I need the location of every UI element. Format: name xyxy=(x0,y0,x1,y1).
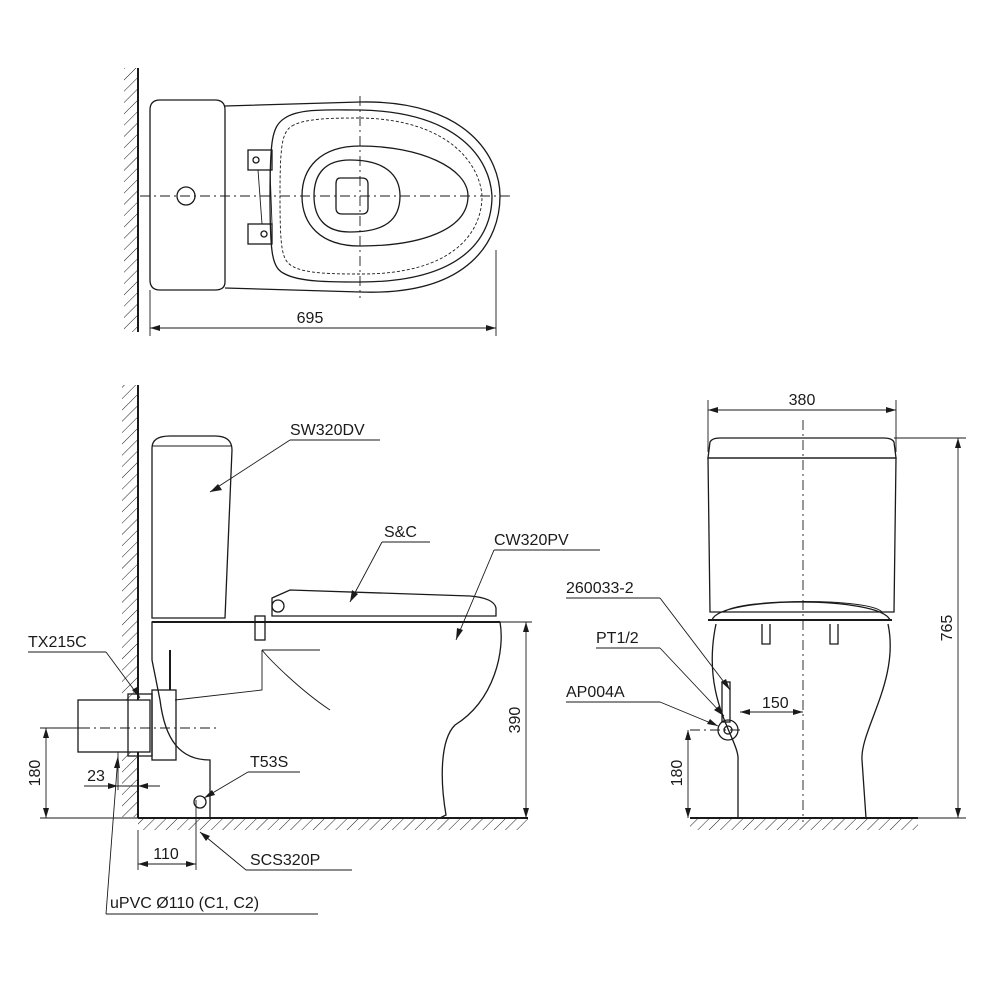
label-s-and-c: S&C xyxy=(384,524,417,541)
label-ap004a: AP004A xyxy=(566,684,625,701)
front-tank-lid xyxy=(707,437,897,459)
dim-390: 390 xyxy=(507,707,524,734)
trap-line xyxy=(261,649,331,711)
dim-arrow xyxy=(108,783,118,789)
dim-arrow xyxy=(43,728,49,738)
dim-arrow xyxy=(740,709,750,715)
top-drain xyxy=(335,177,369,215)
label-pt12: PT1/2 xyxy=(596,630,639,647)
dim-arrow xyxy=(138,783,148,789)
leader-line xyxy=(455,549,495,641)
side-pipe xyxy=(77,699,151,753)
top-bowl-outline xyxy=(224,101,501,293)
label-scs320p: SCS320P xyxy=(250,852,320,869)
front-seat-bolt xyxy=(829,624,839,645)
dim-arrow xyxy=(523,622,529,632)
top-wall-hatch xyxy=(124,68,138,332)
top-hinge-upper xyxy=(247,149,273,171)
dim-arrow xyxy=(685,808,691,818)
leader-arrow xyxy=(456,628,463,640)
side-view: 390 180 23 110 SW320DV S&C CW320PV xyxy=(27,385,600,915)
front-tank xyxy=(707,457,897,613)
connector-flange xyxy=(151,689,177,761)
leader-line xyxy=(659,597,731,691)
side-seat xyxy=(271,589,497,617)
hinge-bar xyxy=(257,169,273,225)
dim-380: 380 xyxy=(789,392,816,409)
leader-arrow xyxy=(200,832,210,841)
dim-arrow xyxy=(43,808,49,818)
side-bowl xyxy=(151,621,502,819)
dim-arrow xyxy=(685,730,691,740)
front-seat xyxy=(711,601,891,621)
front-seat-bolt xyxy=(761,624,771,645)
trap-line xyxy=(174,650,263,701)
dim-150: 150 xyxy=(762,695,789,712)
label-t53s: T53S xyxy=(250,754,288,771)
dim-180-front: 180 xyxy=(669,760,686,787)
top-bowl-rim xyxy=(301,145,469,247)
dim-110: 110 xyxy=(153,846,179,863)
leader-line xyxy=(659,647,725,717)
seat-lid-line xyxy=(723,601,883,613)
leader-arrow xyxy=(114,756,120,768)
side-tank xyxy=(151,435,233,619)
leader-line xyxy=(349,541,383,603)
dim-180-side: 180 xyxy=(27,760,44,787)
leader-arrow xyxy=(204,790,215,798)
top-view: 695 xyxy=(124,68,510,336)
dim-arrow xyxy=(486,325,496,331)
dim-arrow xyxy=(955,808,961,818)
label-upvc: uPVC Ø110 (C1, C2) xyxy=(110,895,259,912)
leader-arrow xyxy=(721,679,730,690)
dim-arrow xyxy=(708,407,718,413)
leader-arrow xyxy=(707,719,718,726)
dim-arrow xyxy=(138,861,148,867)
dim-695: 695 xyxy=(297,310,324,327)
dim-arrow xyxy=(523,808,529,818)
label-tx215c: TX215C xyxy=(28,634,87,651)
leader-arrow xyxy=(210,484,222,492)
dim-arrow xyxy=(186,861,196,867)
side-seat-bolt xyxy=(254,615,266,641)
front-bowl xyxy=(711,623,891,819)
label-260033-2: 260033-2 xyxy=(566,580,634,597)
top-tank xyxy=(149,99,226,291)
leader-arrow xyxy=(714,706,724,716)
side-floor-bolt xyxy=(193,795,207,809)
side-hinge xyxy=(271,599,285,613)
front-floor-hatch xyxy=(690,818,918,830)
side-floor-hatch xyxy=(138,818,528,830)
front-view: 380 765 150 180 260033-2 PT1/2 AP004A xyxy=(566,392,966,830)
hinge-screw xyxy=(260,230,268,238)
leader-line xyxy=(209,439,291,493)
dim-arrow xyxy=(886,407,896,413)
top-lid-dashed xyxy=(279,117,483,275)
dim-765: 765 xyxy=(939,615,956,642)
top-hinge-lower xyxy=(247,223,273,245)
dim-arrow xyxy=(793,709,803,715)
hinge-screw xyxy=(252,156,260,164)
top-seat-outline xyxy=(269,109,493,283)
dim-23: 23 xyxy=(87,768,105,785)
dim-arrow xyxy=(955,438,961,448)
leader-arrow xyxy=(350,590,358,602)
dim-arrow xyxy=(150,325,160,331)
leader-line xyxy=(105,755,119,915)
label-sw320dv: SW320DV xyxy=(290,422,365,439)
label-cw320pv: CW320PV xyxy=(494,532,569,549)
leader-arrow xyxy=(132,687,140,698)
top-bowl-inner xyxy=(313,159,401,233)
